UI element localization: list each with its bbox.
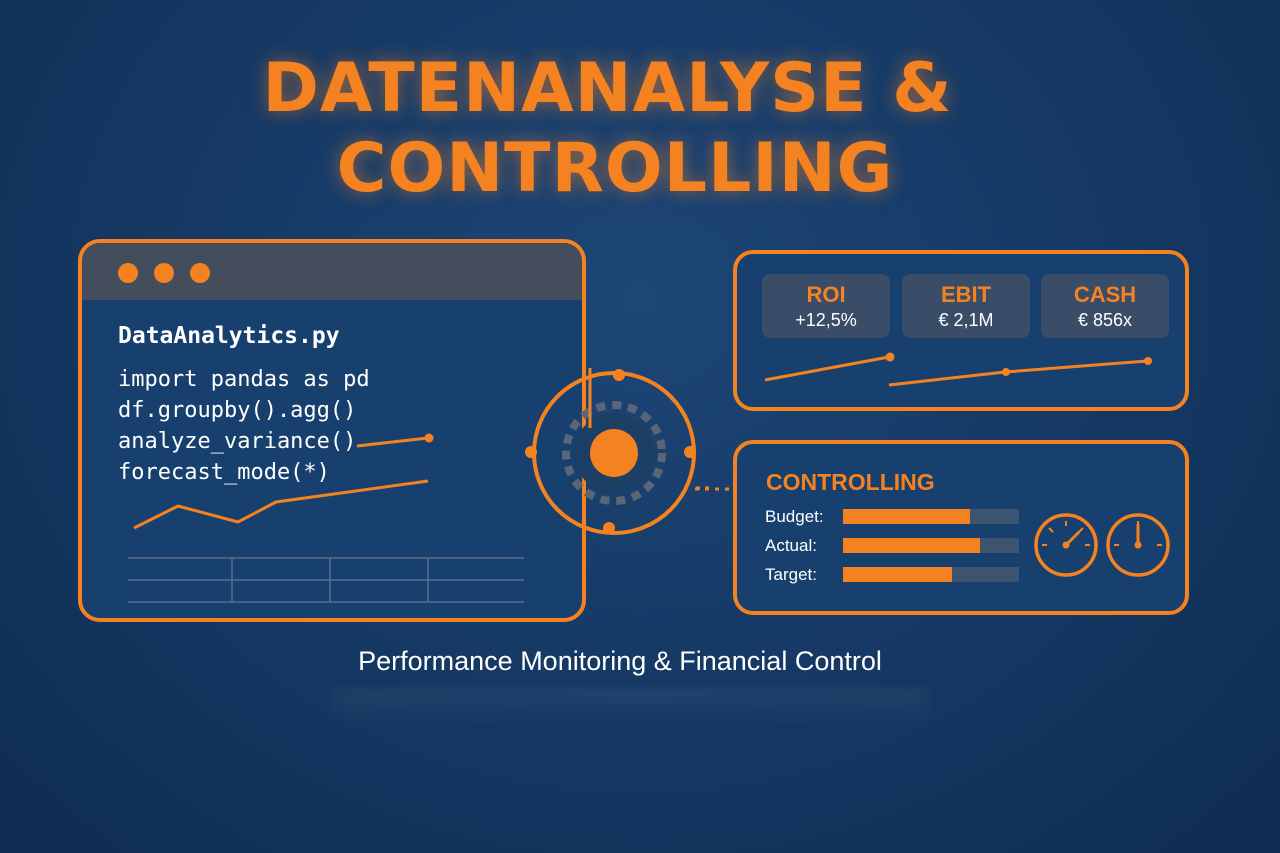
kpi-value: € 856x xyxy=(1077,310,1133,330)
kpi-value: € 2,1M xyxy=(938,310,994,330)
kpi-label: EBIT xyxy=(940,282,992,307)
page-title-line-1: DATENANALYSE & xyxy=(262,49,953,128)
bar-budget xyxy=(843,509,1019,524)
code-line: df.groupby().agg() xyxy=(118,398,357,423)
code-line: import pandas as pd xyxy=(118,367,370,392)
window-dot-icon xyxy=(154,263,174,283)
subtitle: Performance Monitoring & Financial Contr… xyxy=(358,646,882,676)
bar-fill xyxy=(843,567,953,582)
connector-dashes-graphic xyxy=(695,487,733,491)
bar-target xyxy=(843,567,1019,582)
kpi-label: CASH xyxy=(1073,282,1137,307)
bar-fill xyxy=(843,509,970,524)
code-filename: DataAnalytics.py xyxy=(118,323,340,349)
page-title-line-2: CONTROLLING xyxy=(336,129,894,208)
gauge-icon xyxy=(1034,513,1098,577)
bar-label-budget: Budget: xyxy=(765,507,824,526)
bar-label-target: Target: xyxy=(765,565,817,584)
gear-hub-icon xyxy=(525,368,710,535)
kpi-label: ROI xyxy=(806,282,846,307)
kpi-card-cash[interactable]: CASH € 856x xyxy=(1041,274,1169,338)
gauges-graphic xyxy=(1034,513,1170,577)
controlling-title: CONTROLLING xyxy=(766,469,935,495)
kpi-trend-lines-graphic xyxy=(764,352,1152,387)
kpi-panel: ROI +12,5% EBIT € 2,1M CASH € 856x xyxy=(733,250,1189,411)
gauge-icon xyxy=(1106,513,1170,577)
bar-actual xyxy=(843,538,1019,553)
code-sparkline-graphic xyxy=(128,433,524,603)
controlling-panel: CONTROLLING Budget: Actual: Target: xyxy=(733,440,1189,615)
window-dot-icon xyxy=(118,263,138,283)
kpi-card-roi[interactable]: ROI +12,5% xyxy=(762,274,890,338)
code-line: forecast_mode(*) xyxy=(118,460,330,485)
window-dot-icon xyxy=(190,263,210,283)
kpi-value: +12,5% xyxy=(795,310,857,330)
subtitle-reflection xyxy=(330,688,930,728)
code-window: DataAnalytics.py import pandas as pd df.… xyxy=(78,239,586,622)
window-titlebar xyxy=(82,243,582,300)
bar-label-actual: Actual: xyxy=(765,536,817,555)
code-line: analyze_variance() xyxy=(118,429,357,454)
bar-fill xyxy=(843,538,981,553)
kpi-card-ebit[interactable]: EBIT € 2,1M xyxy=(902,274,1030,338)
